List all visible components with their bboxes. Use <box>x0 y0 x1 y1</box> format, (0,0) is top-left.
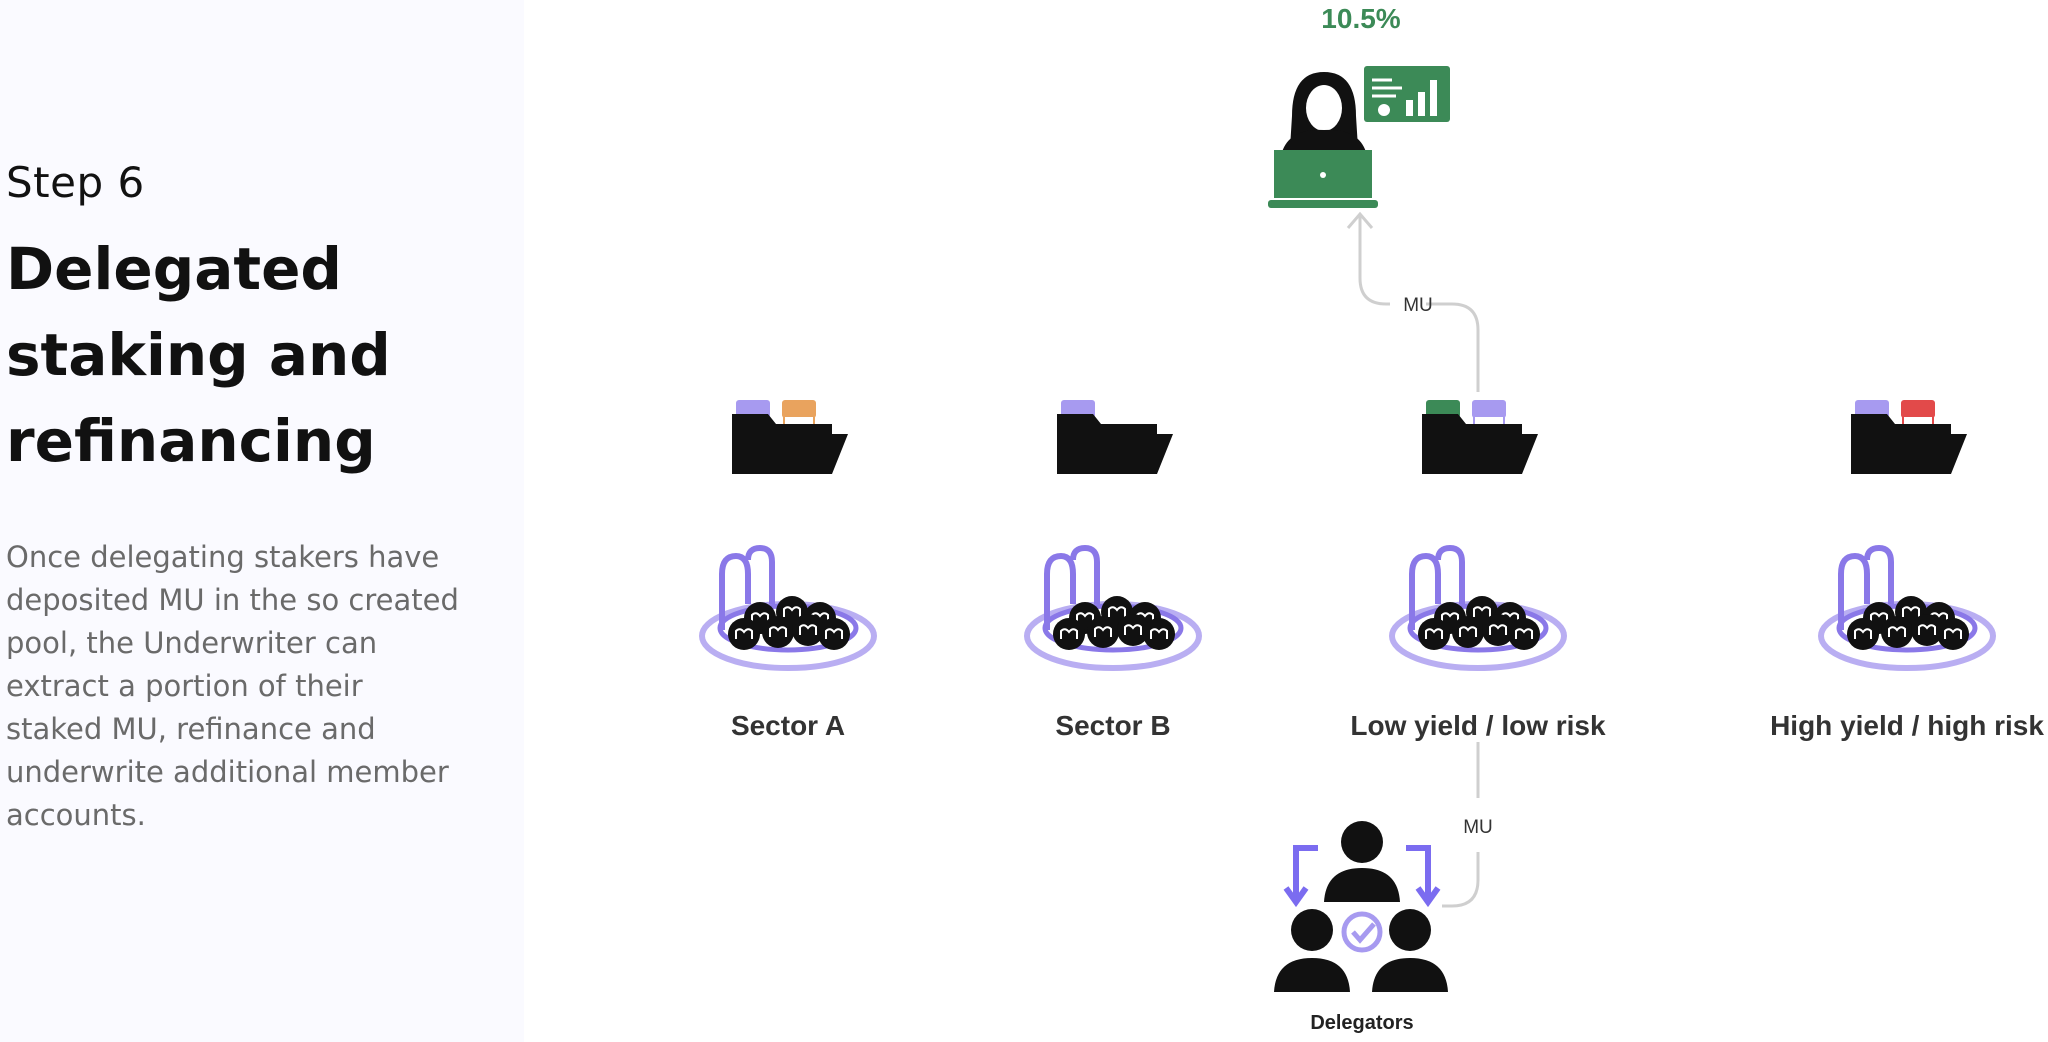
connector-top <box>1358 216 1480 392</box>
left-panel: Step 6 Delegated staking and refinancing… <box>0 0 524 1042</box>
underwriter-icon <box>1268 66 1450 208</box>
folder-icon <box>1851 400 1967 474</box>
folder-icon <box>1057 400 1173 474</box>
pool-vault-icon <box>1389 544 1567 671</box>
folder-icon <box>1422 400 1538 474</box>
pool-vault-icon <box>699 544 877 671</box>
step-label: Step 6 <box>6 158 145 207</box>
pool-label: Sector B <box>1055 710 1170 741</box>
pool-column: Low yield / low risk <box>1350 400 1606 741</box>
pool-label: High yield / high risk <box>1770 710 2044 741</box>
connector-top-arrowhead <box>1346 211 1374 229</box>
pool-column: Sector A <box>699 400 877 741</box>
pool-vault-icon <box>1024 544 1202 671</box>
yield-label: 10.5% <box>1321 3 1400 34</box>
pool-column: Sector B <box>1024 400 1202 741</box>
folder-icon <box>732 400 848 474</box>
pool-vault-icon <box>1818 544 1996 671</box>
edge-top-label: MU <box>1403 295 1433 316</box>
pool-label: Low yield / low risk <box>1350 710 1606 741</box>
delegators-icon <box>1274 821 1448 992</box>
step-title: Delegated staking and refinancing <box>6 235 391 475</box>
delegators-label: Delegators <box>1310 1012 1413 1034</box>
step-description: Once delegating stakers have deposited M… <box>6 540 459 832</box>
pool-column: High yield / high risk <box>1770 400 2044 741</box>
connector-bottom <box>1442 742 1480 908</box>
pool-label: Sector A <box>731 710 845 741</box>
edge-bottom-label: MU <box>1463 817 1493 838</box>
